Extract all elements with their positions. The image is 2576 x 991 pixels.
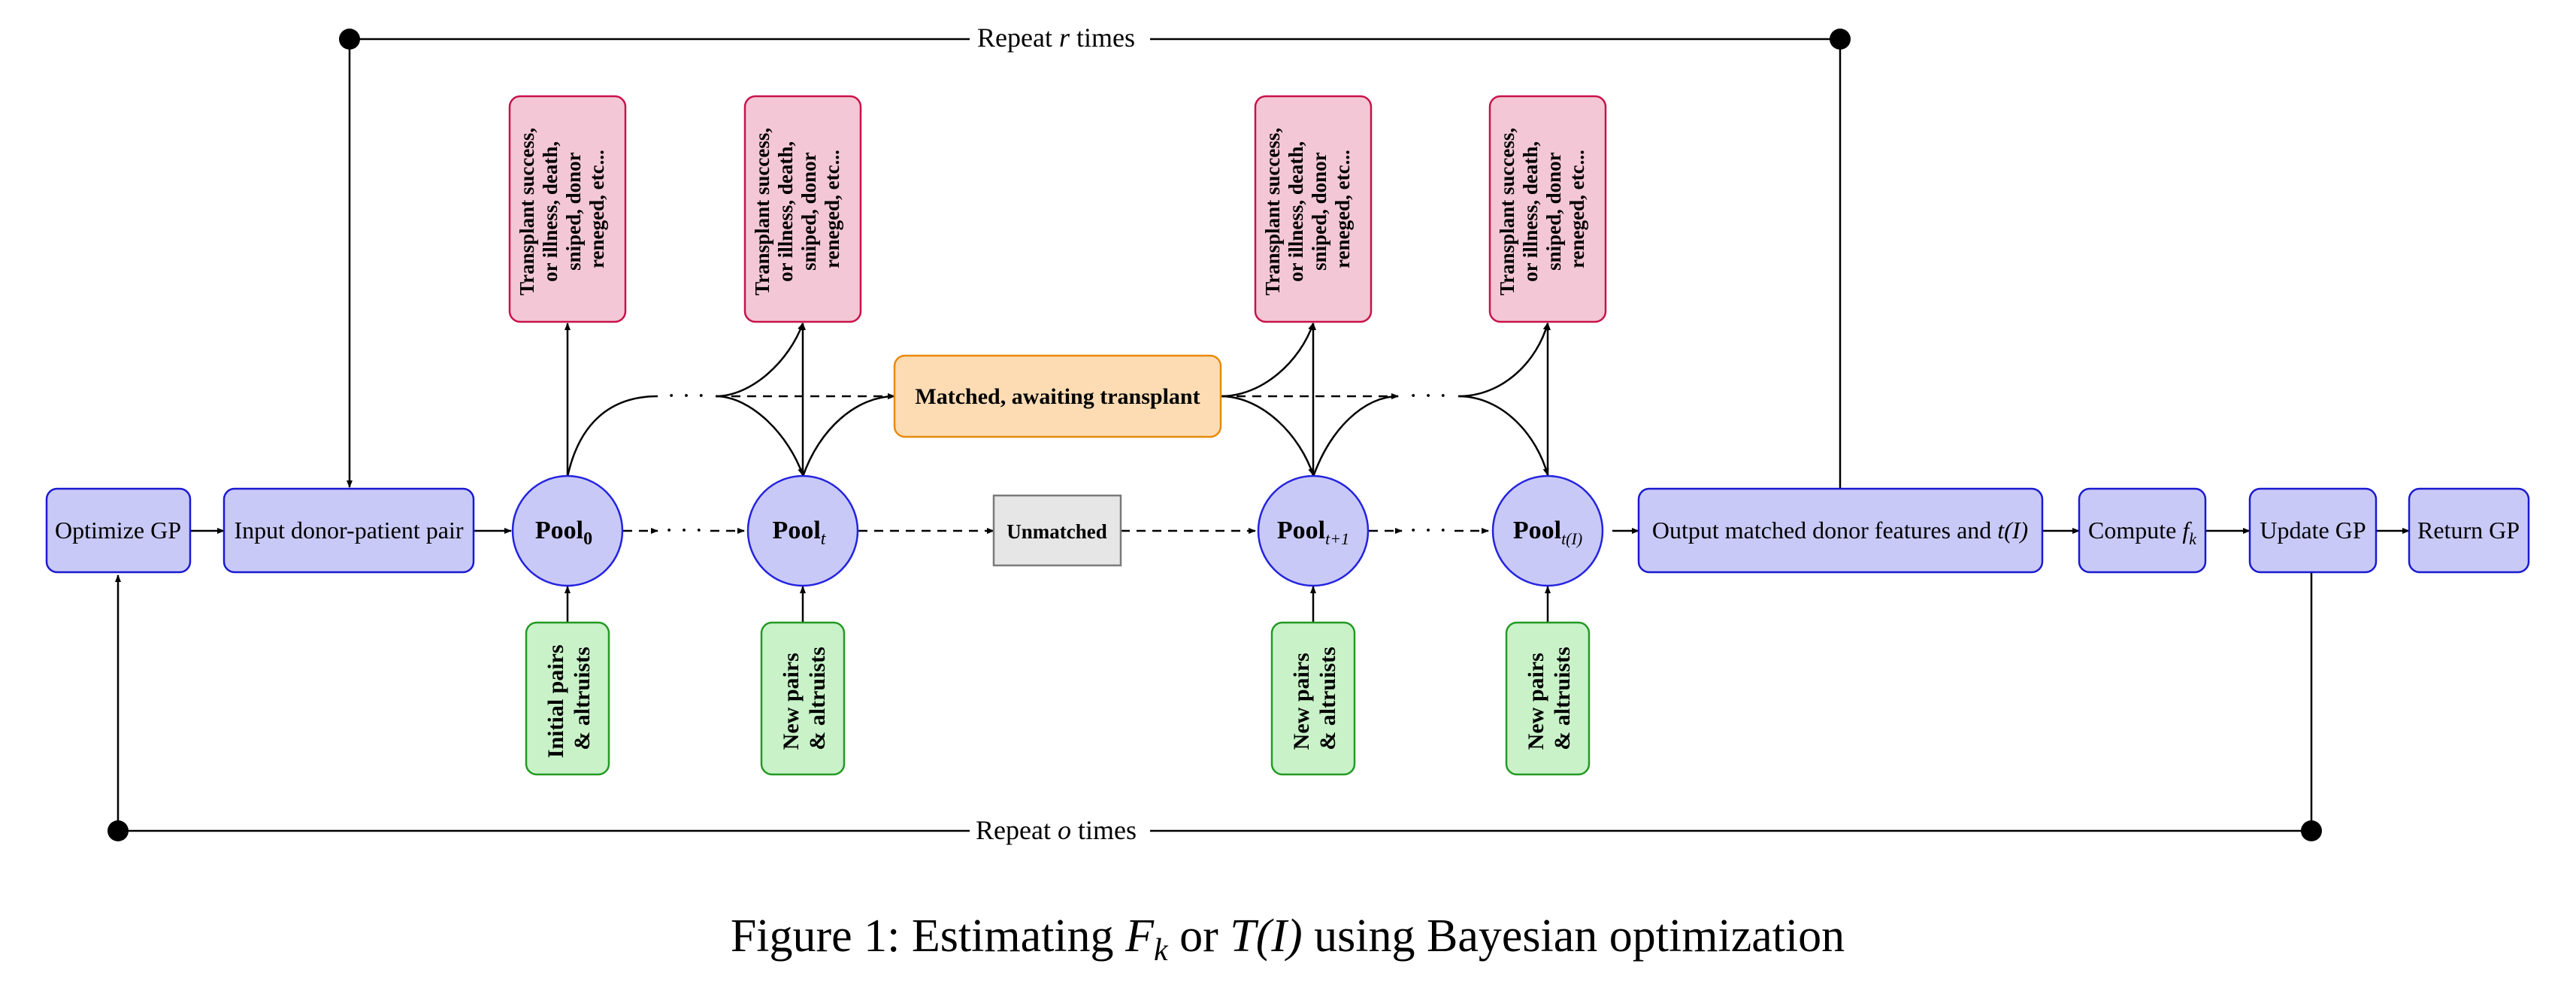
svg-text:Unmatched: Unmatched (1006, 520, 1107, 543)
svg-text:Transplant success, or i: Transplant success, or illness, death, s… (516, 123, 608, 295)
svg-text:Transplant success, or i: Transplant success, or illness, death, s… (1496, 123, 1588, 295)
repeat-top-label: Repeat r times (977, 23, 1135, 53)
update-gp-box: Update GP (2248, 487, 2378, 574)
repeat-bottom-label: Repeat o times (976, 815, 1137, 845)
repeat-top-loop: Repeat r times (339, 23, 1851, 490)
repeat-bottom-loop: Repeat o times (107, 573, 2322, 845)
pool-0: Pool0 (511, 474, 624, 587)
compute-box: Compute fk (2078, 487, 2207, 574)
output-features-box: Output matched donor features and t(I) (1637, 487, 2044, 574)
arrival-box-new: New pairs & altruists (760, 621, 846, 776)
svg-text:Output matched donor features: Output matched donor features and t(I) (1652, 517, 2028, 544)
svg-text:Pool0: Pool0 (535, 517, 592, 549)
input-pair-box: Input donor-patient pair (222, 487, 475, 574)
pool-t: Poolt (746, 474, 859, 587)
svg-text:Poolt(I): Poolt(I) (1513, 517, 1582, 548)
svg-text:Initial pairs & altruist: Initial pairs & altruists (543, 639, 595, 758)
optimize-gp-box: Optimize GP (45, 487, 192, 574)
return-gp-box: Return GP (2408, 487, 2530, 574)
ellipsis: · · · (1409, 382, 1448, 410)
ellipsis: · · · (667, 382, 706, 410)
outcome-box: Transplant success, or illness, death, s… (508, 95, 627, 323)
svg-text:Poolt+1: Poolt+1 (1277, 517, 1349, 548)
svg-text:New pairs & altruists: New pairs & altruists (1524, 647, 1575, 750)
svg-text:Transplant success, or i: Transplant success, or illness, death, s… (1261, 123, 1354, 295)
arrival-box-initial: Initial pairs & altruists (525, 621, 610, 776)
arrival-box-new: New pairs & altruists (1505, 621, 1591, 776)
figure-caption: Figure 1: Estimating Fk or T(I) using Ba… (731, 911, 1845, 971)
svg-text:Transplant success, or i: Transplant success, or illness, death, s… (751, 123, 843, 295)
svg-text:Poolt: Poolt (773, 517, 827, 549)
main-row-edges (190, 323, 2410, 623)
outcome-box: Transplant success, or illness, death, s… (1488, 95, 1607, 323)
svg-text:Update GP: Update GP (2260, 517, 2366, 544)
pool-t-of-i: Poolt(I) (1491, 474, 1604, 587)
svg-text:New pairs & altruists: New pairs & altruists (1289, 647, 1340, 750)
pool-t-plus-1: Poolt+1 (1257, 474, 1370, 587)
ellipsis: · · · (1409, 517, 1448, 544)
svg-text:Optimize GP: Optimize GP (55, 517, 181, 544)
svg-text:Return GP: Return GP (2417, 517, 2520, 544)
outcome-box: Transplant success, or illness, death, s… (743, 95, 862, 323)
unmatched-box: Unmatched (992, 494, 1122, 567)
svg-text:Input donor-patient pair: Input donor-patient pair (234, 517, 463, 544)
ellipsis: · · · (665, 517, 704, 544)
svg-text:Compute fk: Compute fk (2088, 517, 2197, 548)
arrival-box-new: New pairs & altruists (1270, 621, 1356, 776)
svg-text:New pairs & altruists: New pairs & altruists (779, 647, 830, 750)
matched-box: Matched, awaiting transplant (893, 354, 1222, 438)
svg-text:Matched, awaiting transplant: Matched, awaiting transplant (915, 384, 1200, 409)
outcome-box: Transplant success, or illness, death, s… (1254, 95, 1373, 323)
